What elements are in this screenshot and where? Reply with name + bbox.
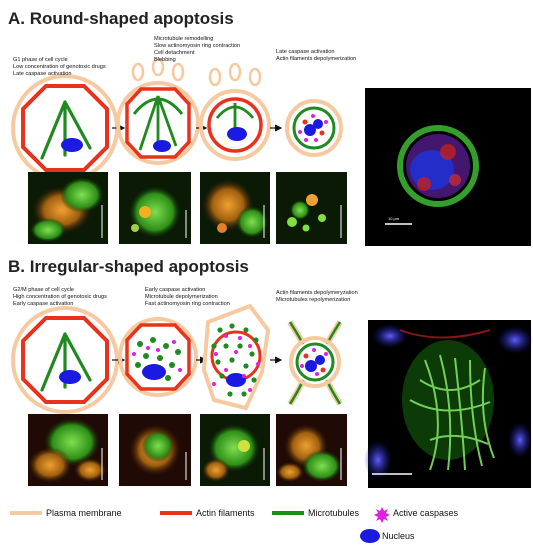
note-line: Blebbing <box>154 57 176 63</box>
micrograph-b2 <box>119 414 191 486</box>
note-line: Early caspase activation <box>13 301 74 307</box>
note-line: High concentration of genotoxic drugs <box>13 294 107 300</box>
panel-b-note-2: Early caspase activation Microtubule dep… <box>145 287 230 308</box>
note-line: Microtubules repolymerization <box>276 297 351 303</box>
panel-a-note-1: G1 phase of cell cycle Low concentration… <box>13 57 106 78</box>
note-line: Microtubule remodelling <box>154 36 214 42</box>
note-line: G1 phase of cell cycle <box>13 57 68 63</box>
note-line: Microtubule depolymerization <box>145 294 218 300</box>
panel-b-note-3: Actin filaments depolymeryzation Microtu… <box>276 290 358 304</box>
panel-b-title: B. Irregular-shaped apoptosis <box>8 257 249 276</box>
note-line: Slow actinomyosin ring contraction <box>154 43 241 49</box>
cell-a1-diagram <box>11 74 119 182</box>
panel-b-note-1: G2/M phase of cell cycle High concentrat… <box>13 287 107 308</box>
note-line: Actin filaments depolymeryzation <box>276 290 358 296</box>
cell-a3-diagram <box>199 62 271 161</box>
cell-a2-diagram <box>116 57 200 165</box>
micrograph-b3 <box>200 414 270 486</box>
panel-a-note-3: Late caspase activation Actin filaments … <box>276 49 356 63</box>
cell-b4-diagram <box>287 320 343 406</box>
legend-label-actin-filaments: Actin filaments <box>196 508 255 518</box>
legend-label-nucleus: Nucleus <box>382 531 415 541</box>
panel-a-note-2: Microtubule remodelling Slow actinomyosi… <box>154 36 240 64</box>
legend-label-microtubules: Microtubules <box>308 508 360 518</box>
note-line: Early caspase activation <box>145 287 206 293</box>
micrograph-a4 <box>276 172 347 244</box>
panel-a-title: A. Round-shaped apoptosis <box>8 9 234 28</box>
legend-label-active-caspases: Active caspases <box>393 508 459 518</box>
legend-nucleus-icon <box>360 529 380 543</box>
micrograph-b4 <box>276 414 347 486</box>
legend <box>10 507 390 543</box>
note-line: Cell detachment <box>154 50 195 56</box>
note-line: Low concentration of genotoxic drugs <box>13 64 106 70</box>
micrograph-a2 <box>119 172 191 244</box>
legend-label-plasma-membrane: Plasma membrane <box>46 508 122 518</box>
micrograph-a1 <box>28 172 108 244</box>
note-line: Late caspase activation <box>13 71 72 77</box>
cell-b1-diagram <box>11 306 119 414</box>
legend-caspase-star-icon <box>374 507 390 523</box>
note-line: Fast actinomyosin ring contraction <box>145 301 230 307</box>
confocal-image-b <box>364 320 533 488</box>
cell-b3-diagram <box>202 304 270 410</box>
micrograph-a3 <box>200 172 270 244</box>
note-line: Late caspase activation <box>276 49 335 55</box>
note-line: Actin filaments depolymerization <box>276 56 357 62</box>
confocal-image-a: 10 μm <box>365 88 531 246</box>
micrograph-b1 <box>28 414 108 486</box>
scale-label-a: 10 μm <box>388 216 400 221</box>
cell-b2-diagram <box>118 317 198 397</box>
note-line: G2/M phase of cell cycle <box>13 287 74 293</box>
cell-a4-diagram <box>285 99 343 157</box>
